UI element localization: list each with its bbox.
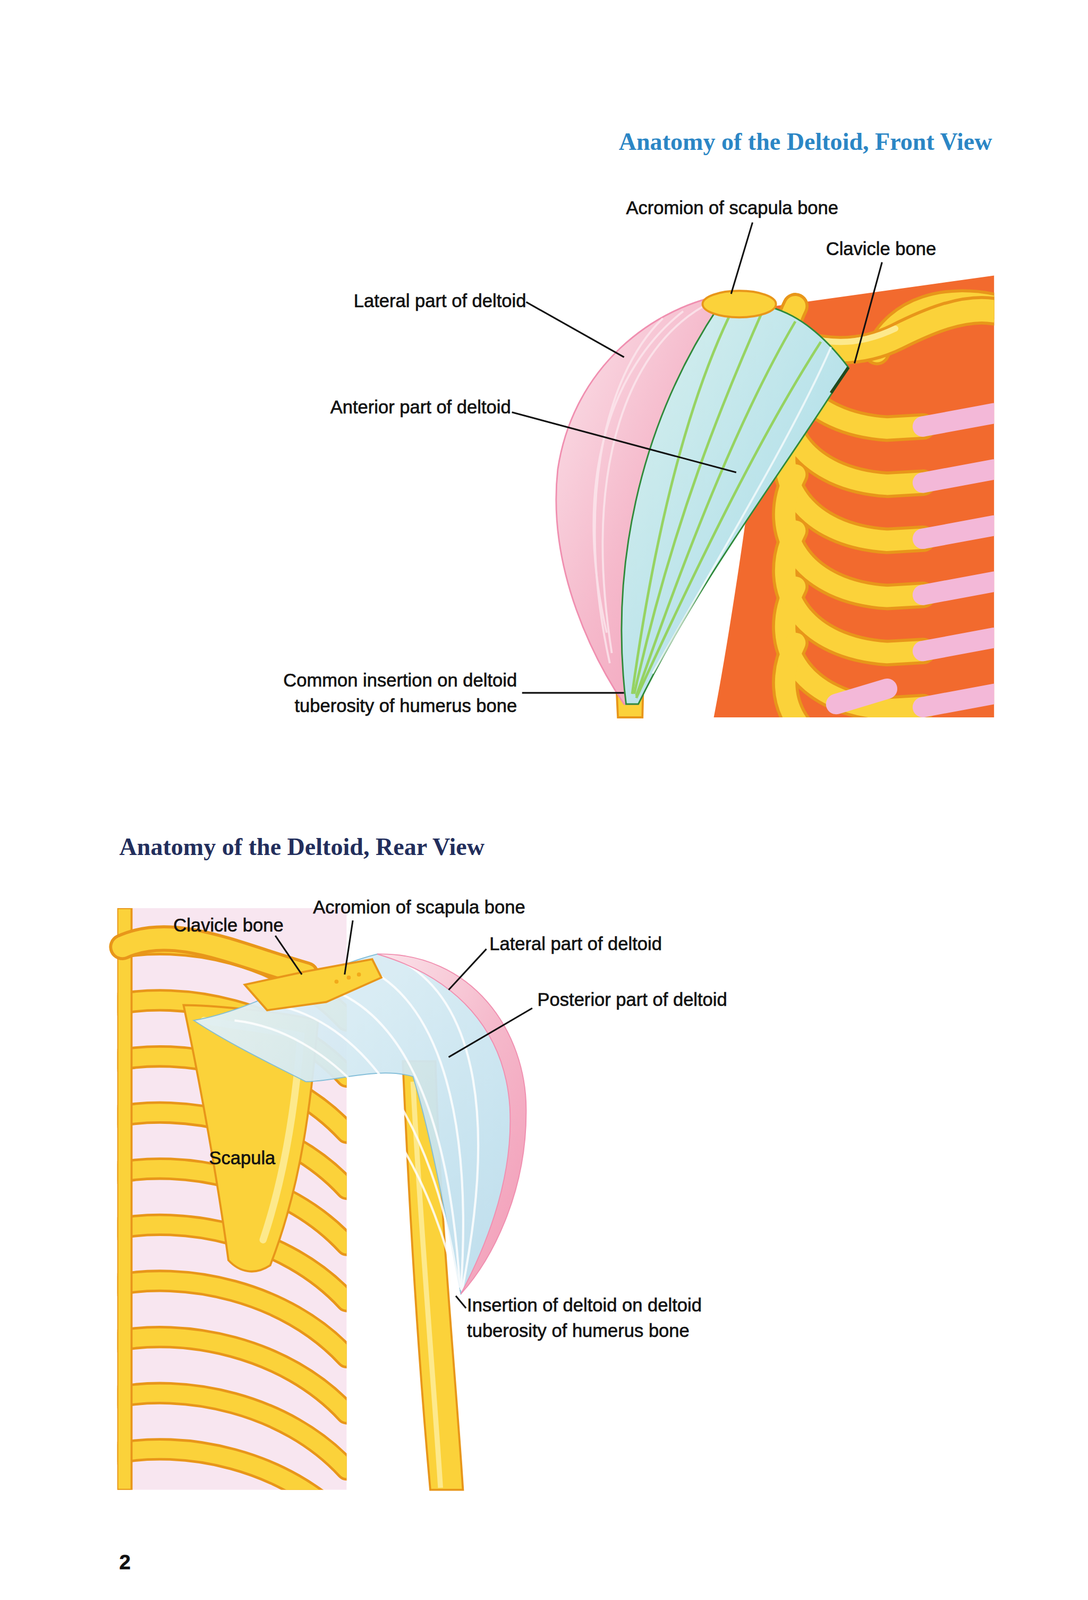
part-label: Clavicle bone	[826, 236, 980, 263]
leader-line	[344, 920, 353, 975]
leader-line	[854, 262, 882, 364]
deltoid-anterior-part	[621, 303, 849, 704]
rib-cartilage	[922, 525, 994, 539]
part-label: Lateral part of deltoid	[281, 288, 527, 314]
rib	[785, 474, 923, 597]
leader-lines	[275, 920, 533, 1308]
muscle-fiber	[397, 958, 479, 1291]
leader-line	[525, 301, 624, 357]
muscle-fiber	[652, 346, 831, 674]
leader-line	[731, 222, 753, 294]
part-label: Anterior part of deltoid	[266, 394, 512, 421]
rib-cartilage	[922, 469, 994, 483]
muscle-fiber	[636, 321, 796, 696]
leader-lines	[512, 222, 883, 693]
page-number: 2	[119, 1549, 161, 1576]
bone-dot	[334, 979, 339, 984]
part-label: Acromion of scapula bone	[626, 196, 892, 222]
leader-line	[455, 1295, 466, 1308]
view-title: Anatomy of the Deltoid, Rear View	[119, 831, 548, 863]
rib-cartilage	[922, 693, 994, 708]
muscle-fiber	[357, 964, 464, 1290]
leader-line	[512, 412, 737, 473]
part-label: Lateral part of deltoid	[489, 931, 735, 957]
muscle-edge	[830, 367, 849, 393]
part-label: Common insertion on deltoid tuberosity o…	[246, 668, 517, 720]
part-label: Clavicle bone	[173, 913, 327, 939]
leader-line	[275, 935, 302, 975]
rib-cartilage	[836, 688, 888, 704]
leader-line	[448, 948, 487, 990]
leader-line	[522, 691, 625, 694]
muscle-fiber	[634, 306, 765, 694]
muscle-fiber	[275, 1004, 459, 1288]
rib-cartilage	[922, 413, 994, 427]
bone-dots	[334, 972, 362, 984]
rib-cartilage	[922, 581, 994, 595]
view-title: Anatomy of the Deltoid, Front View	[563, 126, 992, 158]
acromion-bone	[702, 290, 776, 318]
muscle-fibers	[234, 958, 479, 1291]
rib	[785, 530, 923, 653]
rib	[117, 1448, 347, 1490]
part-label: Acromion of scapula bone	[312, 894, 578, 921]
muscle-fibers	[632, 306, 821, 698]
muscle-fiber	[636, 341, 821, 698]
rib	[785, 642, 888, 718]
leader-line	[448, 1007, 533, 1057]
part-label: Scapula	[208, 1145, 311, 1171]
muscle-fiber	[316, 984, 461, 1288]
rib	[785, 586, 923, 709]
clavicle-outline	[122, 938, 306, 975]
bone-dot	[357, 972, 362, 977]
rib	[785, 418, 923, 541]
rib-outline	[117, 1448, 347, 1490]
spine-bone	[117, 907, 132, 1490]
part-label: Posterior part of deltoid	[537, 987, 793, 1014]
clavicle-bone	[122, 938, 306, 975]
bone-dot	[346, 975, 352, 980]
part-label: Insertion of deltoid on deltoid tuberosi…	[466, 1292, 753, 1344]
acromion-bone	[244, 958, 382, 1010]
rib-cartilage	[922, 637, 994, 651]
deltoid-lateral-part	[377, 953, 526, 1294]
